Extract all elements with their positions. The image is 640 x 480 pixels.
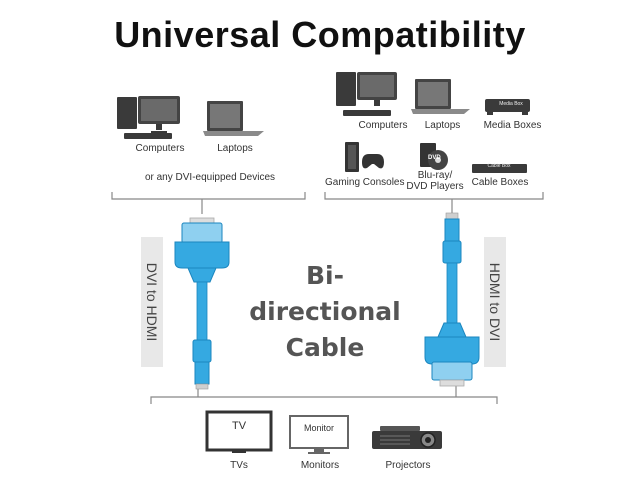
media-box-drawing [485, 99, 530, 115]
dvi-to-hdmi-side-label: DVI to HDMI [141, 237, 163, 367]
dvd-players-label: DVD Players [406, 181, 464, 192]
brackets [111, 192, 544, 404]
dvi-to-hdmi-text: DVI to HDMI [144, 262, 160, 342]
gaming-consoles-label: Gaming Consoles [325, 177, 405, 188]
right-laptops-label: Laptops [424, 120, 461, 131]
bluray-label: Blu-ray/ [417, 170, 453, 181]
left-devices-bracket [111, 192, 306, 200]
bi-directional-heading: Bi-directional Cable [235, 258, 415, 366]
page-title: Universal Compatibility [114, 14, 526, 55]
hdmi-to-dvi-cable [424, 212, 480, 387]
tvs-label: TVs [230, 460, 248, 471]
right-computers-label: Computers [358, 120, 408, 131]
cable-boxes-label: Cable Boxes [471, 177, 529, 188]
cable-box-badge: Cable Box [487, 163, 511, 169]
tv-screen-text: TV [231, 420, 247, 432]
center-line-2: Cable [285, 333, 365, 362]
hdmi-to-dvi-side-label: HDMI to DVI [484, 237, 506, 367]
dvi-to-hdmi-cable [174, 217, 230, 390]
left-laptop-drawing [203, 101, 264, 136]
left-laptops-label: Laptops [217, 143, 253, 154]
center-line-1: Bi-directional [249, 261, 401, 326]
left-computers-label: Computers [135, 143, 185, 154]
left-computer-drawing [117, 96, 180, 139]
monitor-drawing [289, 415, 349, 454]
right-laptop-drawing [411, 79, 470, 114]
right-devices-bracket [324, 192, 544, 200]
media-boxes-label: Media Boxes [483, 120, 542, 131]
bluray-player-drawing: DVD [420, 143, 448, 170]
monitor-screen-text: Monitor [303, 423, 334, 433]
media-box-badge: Media Box [499, 101, 523, 107]
output-devices-bracket [150, 396, 498, 404]
monitors-label: Monitors [300, 460, 340, 471]
tv-drawing [205, 410, 273, 453]
right-computer-drawing [336, 72, 397, 116]
game-console-drawing [345, 142, 384, 172]
dvi-devices-note: or any DVI-equipped Devices [144, 172, 276, 183]
svg-text:DVD: DVD [428, 155, 441, 161]
cable-box-drawing [472, 164, 527, 173]
hdmi-to-dvi-text: HDMI to DVI [487, 262, 503, 342]
projector-drawing [372, 426, 442, 449]
projectors-label: Projectors [385, 460, 431, 471]
